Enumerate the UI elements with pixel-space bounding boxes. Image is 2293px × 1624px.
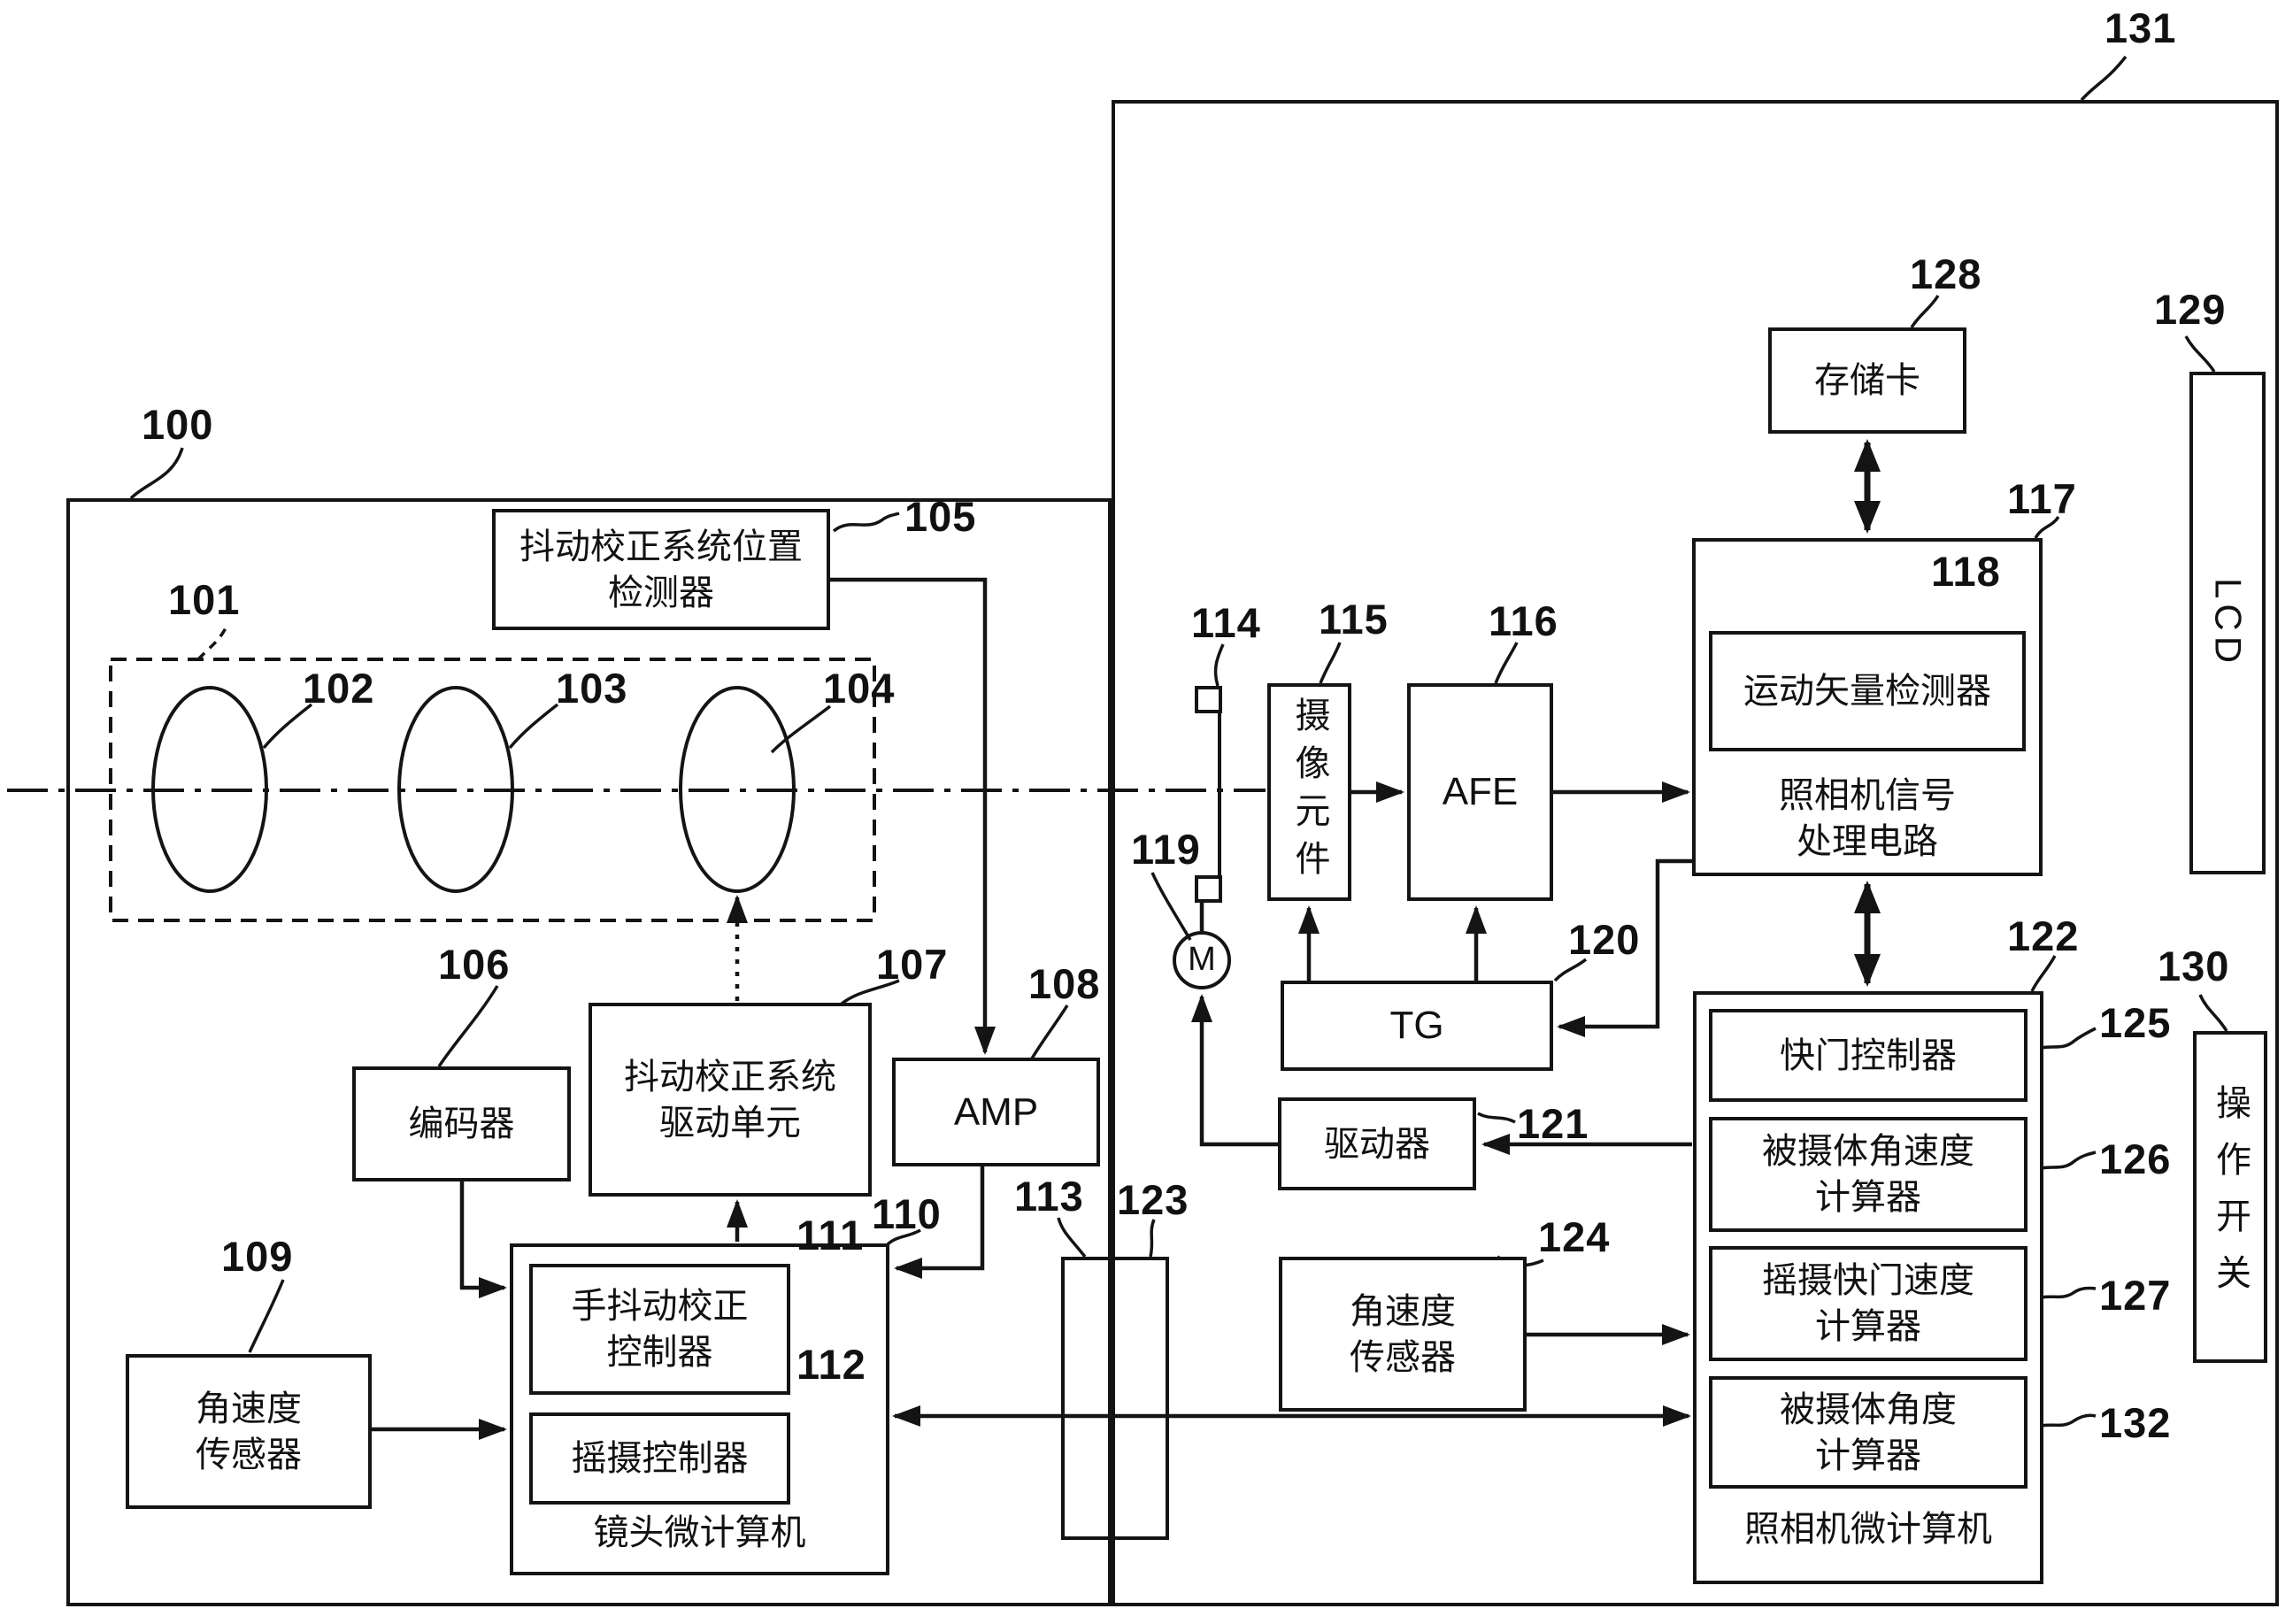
ref-100: 100 (142, 401, 214, 448)
afe-box: AFE (1407, 683, 1553, 901)
ref-118: 118 (1931, 548, 2001, 595)
ref-128: 128 (1910, 250, 1982, 297)
ref-105: 105 (904, 493, 977, 540)
ref-126: 126 (2099, 1135, 2172, 1182)
camera-signal-processing-circuit-label: 照相机信号 处理电路 (1779, 775, 1956, 862)
leader-103 (508, 703, 559, 750)
ref-129: 129 (2154, 286, 2227, 333)
leader-130 (2198, 994, 2228, 1032)
leader-115 (1319, 642, 1342, 684)
leader-120 (1553, 958, 1588, 982)
memory-card-box: 存储卡 (1768, 327, 1966, 434)
ref-120: 120 (1568, 916, 1641, 963)
ref-117: 117 (2007, 475, 2077, 522)
lens-102 (151, 686, 268, 893)
camera-microcomputer-label: 照相机微计算机 (1744, 1509, 1992, 1550)
leader-123 (1149, 1219, 1156, 1258)
subject-angle-calculator-box: 被摄体角度 计算器 (1709, 1376, 2028, 1489)
ref-109: 109 (221, 1233, 294, 1280)
shutter-contact-top (1195, 686, 1222, 713)
leader-128 (1910, 295, 1940, 328)
leader-116 (1494, 642, 1519, 684)
shake-correction-position-detector-box: 抖动校正系统位置 检测器 (492, 509, 830, 630)
ref-131: 131 (2104, 4, 2177, 51)
ref-114: 114 (1191, 599, 1261, 646)
ref-110: 110 (872, 1190, 942, 1237)
leader-106 (437, 985, 499, 1067)
leader-122 (2030, 955, 2057, 992)
ref-123: 123 (1117, 1176, 1189, 1223)
ref-108: 108 (1028, 960, 1101, 1007)
angular-velocity-sensor-lens-box: 角速度 传感器 (126, 1354, 372, 1509)
ref-104: 104 (823, 665, 896, 712)
lens-103 (397, 686, 514, 893)
leader-108 (1030, 1004, 1069, 1059)
ref-130: 130 (2158, 943, 2230, 989)
ref-107: 107 (876, 941, 949, 988)
driver-box: 驱动器 (1278, 1097, 1476, 1190)
lens-microcomputer-label: 镜头微计算机 (593, 1512, 806, 1553)
conn-106-to-111 (459, 1181, 507, 1298)
hand-shake-correction-controller-box: 手抖动校正 控制器 (529, 1264, 790, 1395)
ref-115: 115 (1319, 596, 1389, 643)
leader-100 (129, 447, 184, 500)
conn-amp-to-110 (894, 1166, 985, 1279)
lens-104 (679, 686, 796, 893)
operation-switch-box: 操作开关 (2193, 1031, 2267, 1363)
angular-velocity-sensor-camera-box: 角速度 传感器 (1279, 1257, 1527, 1412)
leader-117 (2034, 515, 2060, 539)
ref-116: 116 (1489, 597, 1558, 644)
ref-119: 119 (1131, 826, 1201, 873)
tg-box: TG (1281, 981, 1553, 1071)
leader-119 (1150, 872, 1192, 941)
encoder-box: 编码器 (352, 1066, 571, 1181)
panning-controller-box: 摇摄控制器 (529, 1412, 790, 1505)
shake-correction-drive-unit-box: 抖动校正系统 驱动单元 (589, 1003, 872, 1197)
motor-label: M (1188, 941, 1216, 979)
leader-101 (196, 622, 230, 661)
subject-angular-velocity-calculator-box: 被摄体角速度 计算器 (1709, 1117, 2028, 1232)
amp-box: AMP (892, 1058, 1100, 1166)
ref-101: 101 (168, 576, 241, 623)
leader-113 (1057, 1217, 1087, 1258)
camera-body-frame (1112, 100, 2279, 1606)
leader-121 (1477, 1112, 1516, 1124)
ref-122: 122 (2007, 912, 2080, 959)
ref-111: 111 (796, 1212, 865, 1258)
leader-110 (886, 1228, 921, 1246)
motion-vector-detector-box: 运动矢量检测器 (1709, 631, 2026, 751)
leader-114 (1213, 643, 1225, 687)
ref-127: 127 (2099, 1272, 2172, 1319)
ref-124: 124 (1538, 1213, 1611, 1260)
shutter-contact-bottom (1195, 875, 1222, 903)
lcd-box: LCD (2189, 372, 2266, 874)
ref-125: 125 (2099, 999, 2172, 1046)
conn-105-to-amp (830, 577, 996, 1055)
leader-107 (839, 979, 900, 1006)
shutter-controller-box: 快门控制器 (1709, 1009, 2028, 1102)
leader-129 (2184, 335, 2216, 373)
ref-106: 106 (438, 941, 511, 988)
mount-contact-box (1061, 1257, 1169, 1540)
ref-102: 102 (303, 665, 375, 712)
ref-132: 132 (2099, 1399, 2172, 1446)
conn-121-to-motor (1191, 994, 1278, 1147)
conn-117-to-tg (1557, 858, 1692, 1037)
leader-109 (248, 1279, 285, 1353)
leader-131 (2080, 55, 2128, 102)
ref-113: 113 (1014, 1173, 1084, 1220)
ref-112: 112 (796, 1341, 866, 1388)
panning-shutter-speed-calculator-box: 摇摄快门速度 计算器 (1709, 1246, 2028, 1361)
ref-121: 121 (1517, 1100, 1589, 1147)
image-sensor-box: 摄像元件 (1267, 683, 1351, 901)
leader-105 (832, 512, 900, 533)
leader-102 (262, 703, 313, 750)
lens-unit-frame (66, 498, 1112, 1606)
ref-103: 103 (556, 665, 628, 712)
leader-104 (770, 704, 832, 754)
